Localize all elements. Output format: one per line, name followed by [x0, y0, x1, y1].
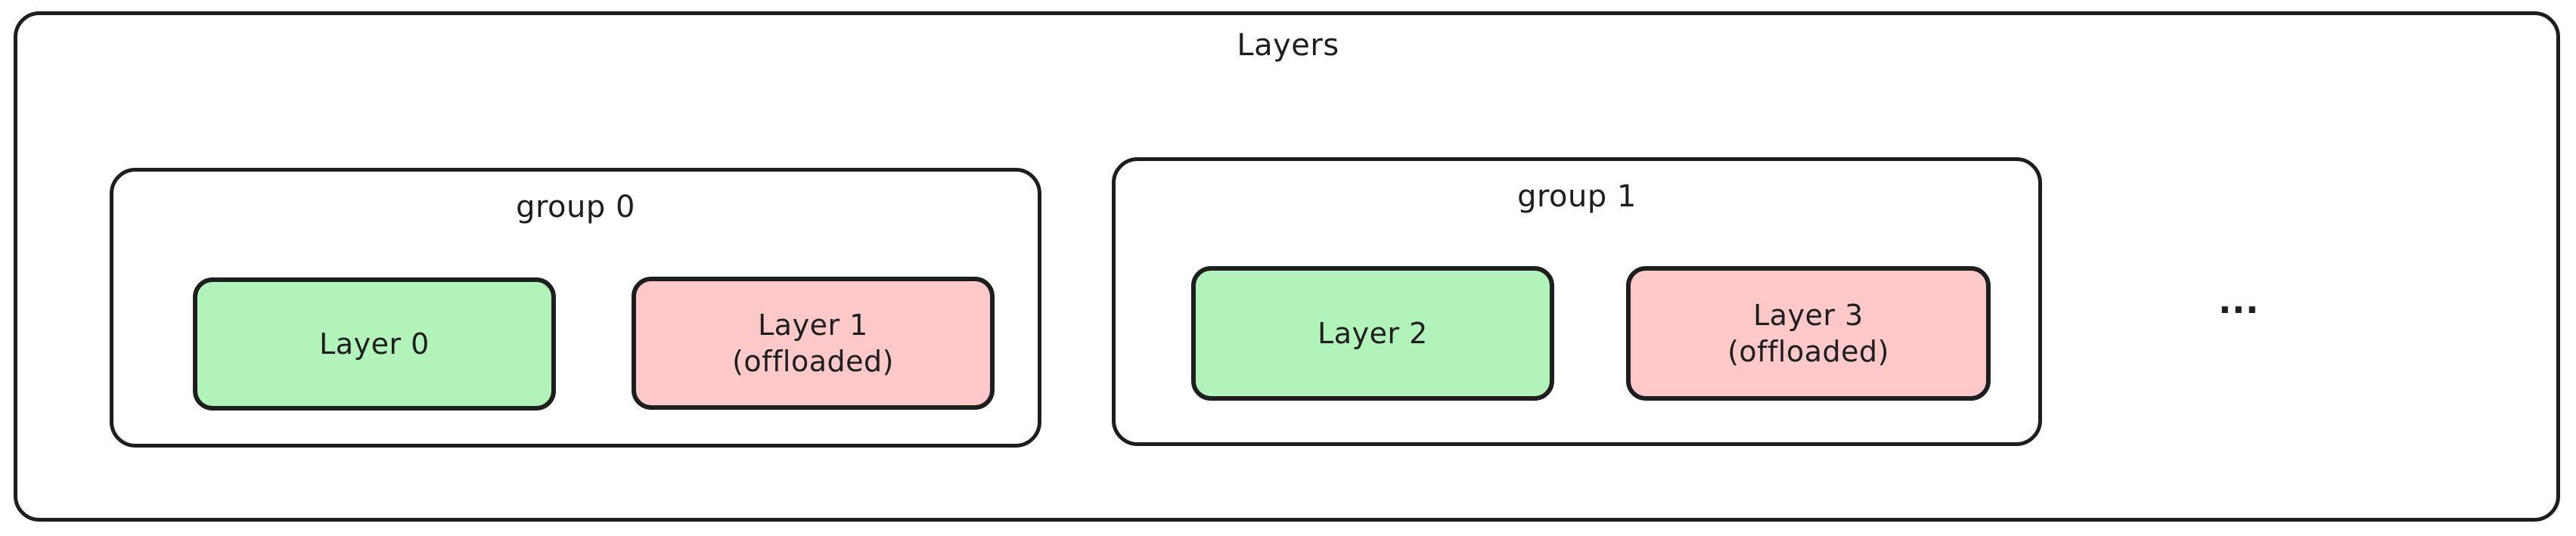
layer-node-2-label: Layer 2	[1317, 317, 1428, 350]
layer-node-3: Layer 3 (offloaded)	[1626, 266, 1991, 401]
group-label-1: group 1	[1517, 179, 1637, 214]
layer-node-0: Layer 0	[193, 277, 556, 411]
layer-node-3-label: Layer 3 (offloaded)	[1727, 299, 1889, 368]
layer-node-1-label: Layer 1 (offloaded)	[732, 308, 894, 378]
layer-node-1: Layer 1 (offloaded)	[632, 277, 995, 410]
layer-node-0-label: Layer 0	[319, 327, 430, 361]
group-container-0	[110, 168, 1041, 448]
layers-container	[14, 11, 2560, 522]
group-label-0: group 0	[516, 190, 635, 225]
layer-node-2: Layer 2	[1191, 266, 1554, 401]
page-title: Layers	[1237, 28, 1339, 63]
ellipsis-indicator: ...	[2218, 280, 2259, 321]
group-container-1	[1112, 157, 2042, 446]
